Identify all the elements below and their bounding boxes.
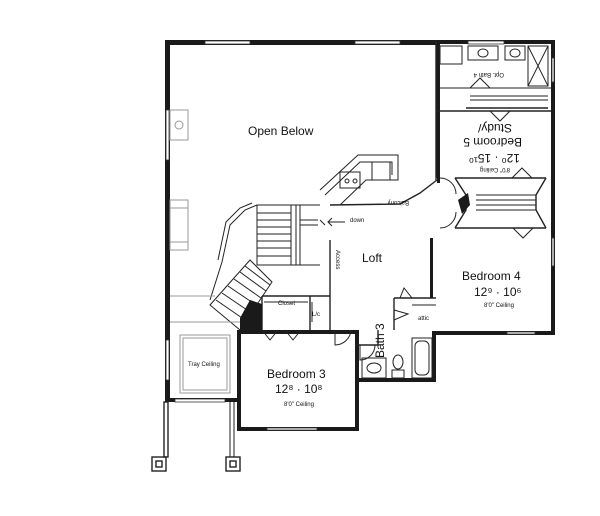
railing [209,202,258,301]
dim-bedroom5: 12⁰ · 15¹⁰ [469,151,520,165]
label-down: down [350,218,364,224]
label-loft: Loft [362,251,383,265]
label-open-below: Open Below [248,124,314,138]
label-closet: Closet [278,301,295,307]
porch [151,401,241,472]
staircase-lower [209,259,273,331]
label-lc: L/c [312,312,320,318]
bath3-fixtures [361,337,433,379]
label-tray-ceiling: Tray Ceiling [188,362,220,368]
dim-bedroom4: 12⁹ · 10⁶ [474,285,521,299]
opt-bath-fixtures [439,45,549,87]
ceiling-bedroom4: 8'0" Ceiling [484,303,514,309]
interior-walls [261,40,551,346]
kitchen-counter-outline [319,154,399,206]
label-study: Study/ [477,121,512,135]
ceiling-bedroom3: 8'0" Ceiling [284,402,314,408]
ceiling-bedroom5: 8'0" Ceiling [480,166,510,172]
open-below-lines [169,109,240,394]
doors [261,77,534,361]
label-attic: attic [418,316,429,322]
staircase-upper [256,204,326,266]
windows [165,40,555,431]
bedroom5-closet [470,95,548,101]
label-bath3: Bath 3 [373,323,387,358]
label-bedroom4: Bedroom 4 [462,269,521,283]
bay-closet [458,193,536,214]
down-arrow-icon [327,217,345,227]
dim-bedroom3: 12⁸ · 10⁸ [275,382,322,396]
closet-shelves [264,301,313,322]
label-opt-bath: Opt. Bath 4 [473,71,504,77]
label-bedroom5: Bedroom 5 [463,135,522,149]
label-bedroom3: Bedroom 3 [267,367,326,381]
label-access: Access [334,250,340,269]
label-balcony: Balcony [388,199,409,205]
